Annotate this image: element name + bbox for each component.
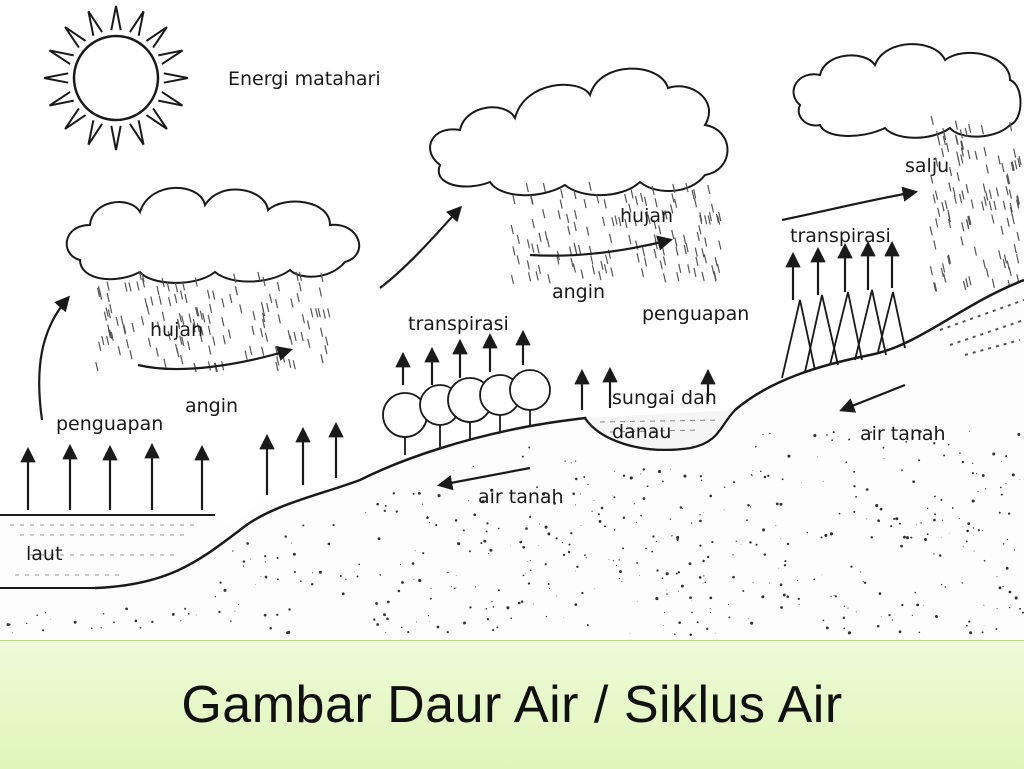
rain-label-left: hujan [150, 319, 203, 341]
snow-label: salju [905, 155, 949, 177]
transpiration-label-mountain: transpirasi [790, 225, 891, 247]
energy-label: Energi matahari [228, 68, 381, 90]
cloud-icon [430, 69, 727, 196]
cloud-icon [794, 44, 1021, 138]
sea-label: laut [26, 543, 62, 565]
caption-bar: Gambar Daur Air / Siklus Air [0, 640, 1024, 769]
groundwater-label-middle: air tanah [478, 486, 564, 508]
river-lake-label-2: danau [612, 421, 671, 443]
wind-label-left: angin [185, 395, 238, 417]
groundwater-label-right: air tanah [860, 423, 946, 445]
evaporation-label-sea: penguapan [56, 413, 163, 435]
river-lake-label-1: sungai dan [612, 387, 717, 409]
rain-label-middle: hujan [620, 205, 673, 227]
cloud-icon [67, 188, 359, 283]
transpiration-label-forest: transpirasi [408, 313, 509, 335]
wind-label-middle: angin [552, 281, 605, 303]
sun-icon [44, 6, 188, 150]
caption-title: Gambar Daur Air / Siklus Air [181, 675, 842, 735]
water-cycle-diagram: Energi matahari hujan hujan angin angin … [0, 0, 1024, 640]
evaporation-label-land: penguapan [642, 303, 749, 325]
